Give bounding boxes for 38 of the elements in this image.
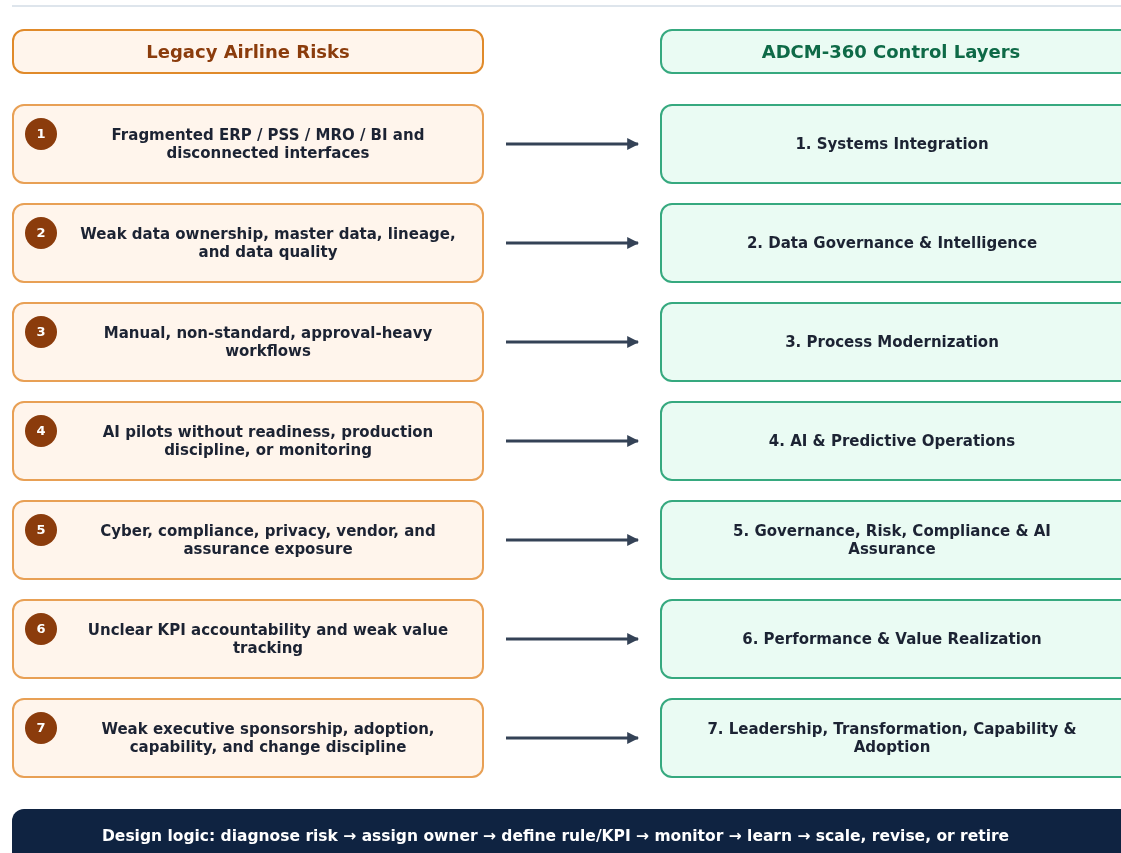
box-text: AI pilots without readiness, production discipline, or monitoring	[101, 423, 435, 459]
control-layer-box: 6. Performance & Value Realization	[660, 599, 1121, 679]
column-header: ADCM-360 Control Layers	[660, 29, 1121, 74]
number-badge: 6	[25, 613, 57, 645]
arrow	[506, 435, 640, 447]
arrow	[506, 336, 640, 348]
box-text: Cyber, compliance, privacy, vendor, and assurance exposure	[99, 522, 437, 558]
control-layer-box: 3. Process Modernization	[660, 302, 1121, 382]
control-layer-box: 2. Data Governance & Intelligence	[660, 203, 1121, 283]
risk-box	[12, 302, 484, 382]
number-badge: 5	[25, 514, 57, 546]
arrow	[506, 138, 640, 150]
column-header: Legacy Airline Risks	[12, 29, 484, 74]
control-layer-box: 1. Systems Integration	[660, 104, 1121, 184]
design-logic-banner: Design logic: diagnose risk → assign owner → define rule/KPI → monitor → learn → scale, revise, or retire	[12, 809, 1121, 853]
number-badge: 1	[25, 118, 57, 150]
risk-box	[12, 599, 484, 679]
box-text: Weak executive sponsorship, adoption, capability, and change discipline	[100, 720, 436, 756]
arrow	[506, 534, 640, 546]
box-text: Weak data ownership, master data, lineage, and data quality	[79, 225, 457, 261]
risk-box	[12, 203, 484, 283]
number-badge: 2	[25, 217, 57, 249]
arrow	[506, 237, 640, 249]
risk-box	[12, 500, 484, 580]
control-layer-box: 7. Leadership, Transformation, Capability & Adoption	[660, 698, 1121, 778]
control-layer-box: 4. AI & Predictive Operations	[660, 401, 1121, 481]
arrow	[506, 732, 640, 744]
risk-box	[12, 104, 484, 184]
control-layer-box: 5. Governance, Risk, Compliance & AI Assurance	[660, 500, 1121, 580]
arrow	[506, 633, 640, 645]
box-text: Unclear KPI accountability and weak value tracking	[86, 621, 450, 657]
box-text: Fragmented ERP / PSS / MRO / BI and disconnected interfaces	[110, 126, 426, 162]
risk-box	[12, 401, 484, 481]
number-badge: 3	[25, 316, 57, 348]
number-badge: 7	[25, 712, 57, 744]
box-text: Manual, non-standard, approval-heavy workflows	[102, 324, 434, 360]
risk-box	[12, 698, 484, 778]
number-badge: 4	[25, 415, 57, 447]
